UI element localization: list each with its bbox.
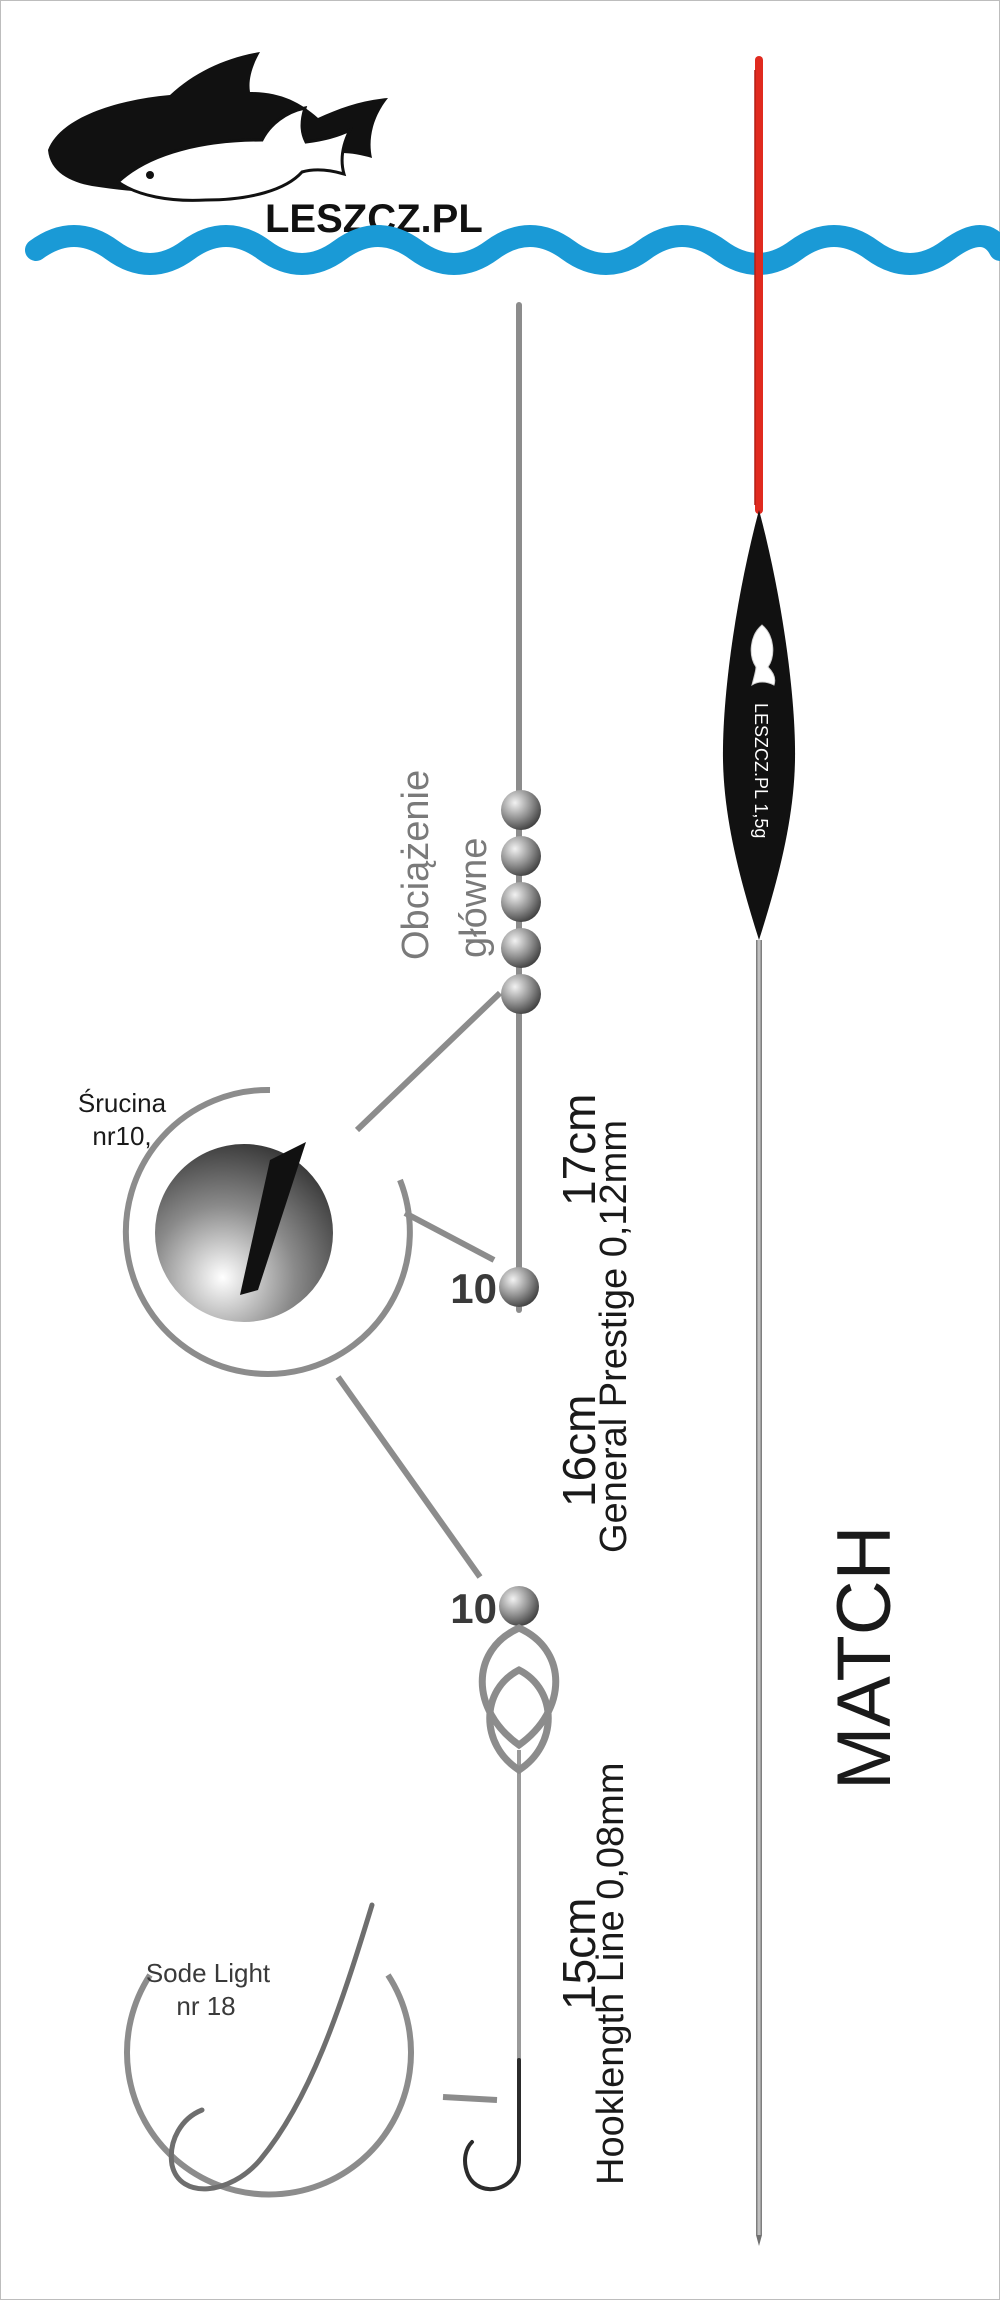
pointer-to-dropper-2 xyxy=(335,1375,483,1579)
hook-icon xyxy=(463,2058,521,2192)
float-logo-icon xyxy=(750,624,776,687)
shot-number-2: 10 xyxy=(450,1585,497,1632)
hook-enlarged-icon xyxy=(168,1902,375,2192)
float-label: LESZCZ.PL 1,5g xyxy=(751,703,771,838)
rig-type-label: MATCH xyxy=(822,1525,907,1790)
main-line-label: General Prestige 0,12mm xyxy=(593,1120,635,1553)
bulk-shot xyxy=(501,790,541,830)
shot-label-line2: nr10, xyxy=(92,1121,151,1151)
bulk-shot xyxy=(501,928,541,968)
shot-label-line1: Śrucina xyxy=(78,1088,167,1118)
bulk-shot xyxy=(501,974,541,1014)
hook-label-line1: Sode Light xyxy=(146,1958,271,1988)
main-weight-bulk xyxy=(501,790,541,1014)
segment-3-length: 15cm xyxy=(553,1898,605,2010)
loop-knot xyxy=(478,1624,560,1775)
float: LESZCZ.PL 1,5g xyxy=(722,56,796,2246)
split-shot-enlarged xyxy=(155,1144,333,1322)
bulk-shot xyxy=(501,836,541,876)
shot-number-1: 10 xyxy=(450,1265,497,1312)
float-antenna xyxy=(756,940,762,2235)
hook-label-line2: nr 18 xyxy=(176,1991,235,2021)
fish-eye xyxy=(146,171,154,179)
logo: LESZCZ.PL xyxy=(48,52,483,241)
main-weight-label-line2: główne xyxy=(453,838,495,958)
segment-2-length: 16cm xyxy=(553,1395,605,1507)
antenna-tip xyxy=(756,2235,762,2246)
pointer-to-bulk xyxy=(354,990,503,1133)
segment-1-length: 17cm xyxy=(553,1094,605,1206)
main-weight-label-line1: Obciążenie xyxy=(395,770,437,960)
pointer-to-hook xyxy=(442,2094,498,2103)
dropper-shot-2 xyxy=(499,1586,539,1626)
water-surface-wave xyxy=(25,225,1000,275)
dropper-shot-1 xyxy=(499,1267,539,1307)
hooklength-line-label: Hooklength Line 0,08mm xyxy=(590,1763,632,2185)
hook-magnifier xyxy=(124,1902,498,2198)
shot-split xyxy=(240,1142,306,1295)
pointer-to-dropper-1 xyxy=(403,1210,496,1263)
roach-silhouette xyxy=(115,106,354,202)
float-body xyxy=(722,510,796,940)
bulk-shot xyxy=(501,882,541,922)
shot-magnifier xyxy=(122,990,503,1579)
